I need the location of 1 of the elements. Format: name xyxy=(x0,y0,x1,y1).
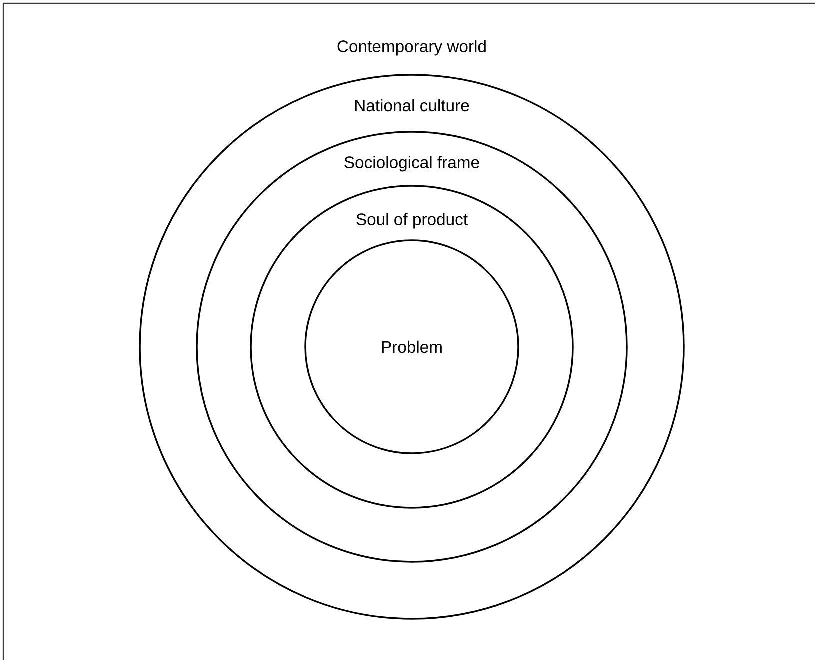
ring: Problem xyxy=(304,240,520,454)
